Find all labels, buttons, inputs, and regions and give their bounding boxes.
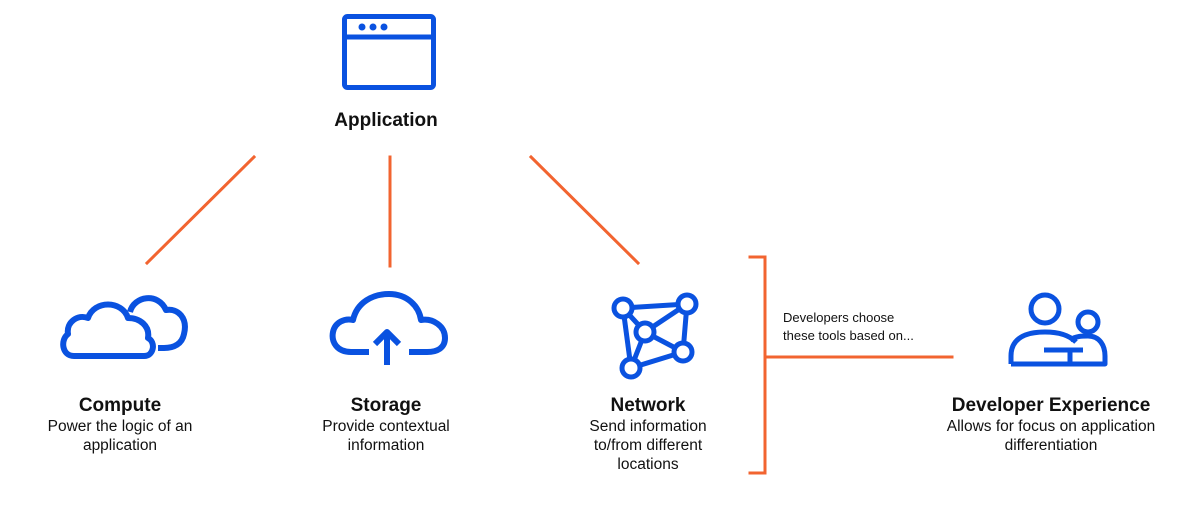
root-title: Application: [334, 110, 438, 131]
node-title: Developer Experience: [951, 395, 1151, 416]
node-developer-experience: Developer Experience Allows for focus on…: [947, 395, 1156, 455]
node-desc: Power the logic of an: [47, 418, 193, 435]
bracket-note-line: these tools based on...: [783, 328, 914, 343]
node-storage: Storage Provide contextual information: [322, 395, 450, 455]
cloud-upload-icon: [329, 291, 448, 365]
node-network: Network Send information to/from differe…: [589, 395, 706, 474]
clouds-icon: [60, 295, 188, 359]
node-desc: Provide contextual: [322, 418, 450, 435]
node-desc: Send information: [589, 418, 707, 435]
bracket-note-line: Developers choose: [783, 310, 895, 325]
node-desc: information: [347, 437, 425, 454]
network-nodes-icon: [611, 292, 699, 380]
node-title: Compute: [78, 395, 162, 416]
connector-network: [528, 154, 641, 266]
browser-window-icon: [342, 14, 436, 90]
node-desc: Allows for focus on application: [946, 418, 1156, 435]
node-desc: locations: [617, 456, 679, 473]
node-desc: differentiation: [1004, 437, 1098, 454]
node-desc: application: [82, 437, 158, 454]
bracket-note: Developers choose these tools based on..…: [783, 309, 914, 345]
bracket: [748, 255, 767, 475]
node-compute: Compute Power the logic of an applicatio…: [48, 395, 193, 455]
connector-compute: [144, 154, 257, 266]
node-title: Network: [610, 395, 686, 416]
node-desc: to/from different: [593, 437, 703, 454]
node-title: Storage: [350, 395, 422, 416]
users-icon: [1008, 292, 1108, 367]
